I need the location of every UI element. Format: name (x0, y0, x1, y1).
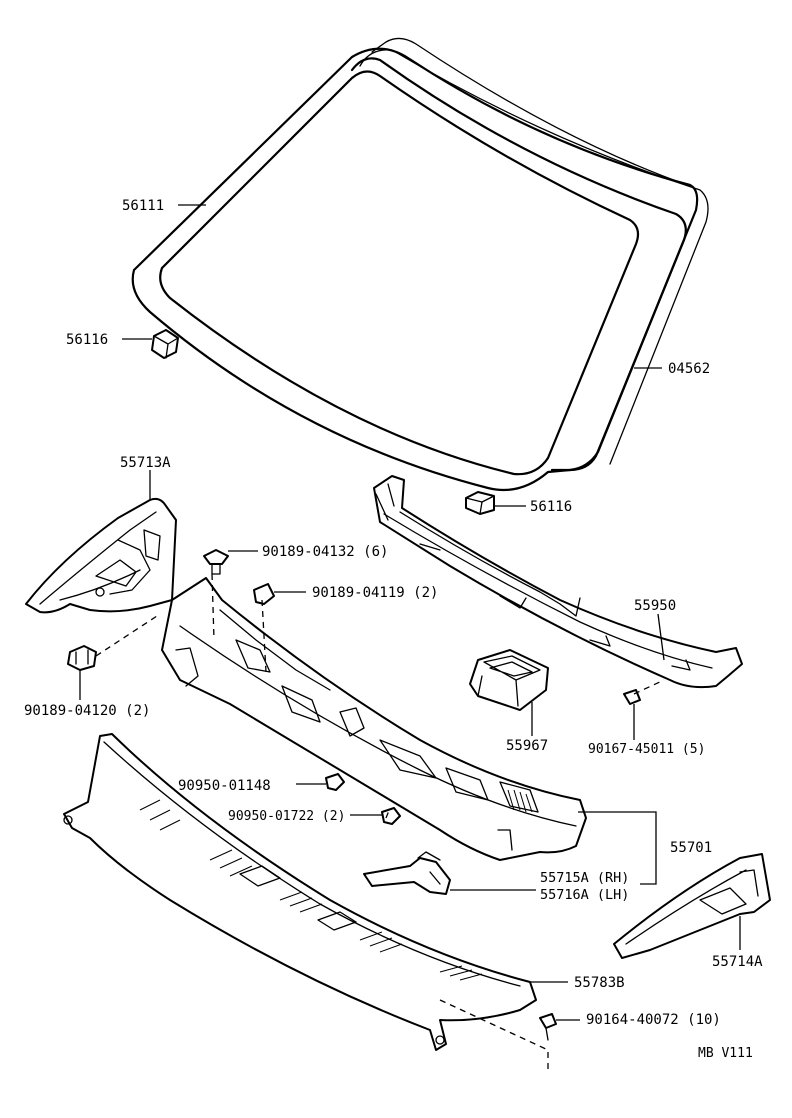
windshield-glass (131, 37, 699, 492)
cowl-louver-panel (63, 733, 537, 1051)
windshield-molding (350, 49, 709, 472)
clip-90189-04120 (67, 645, 97, 671)
label-55783B: 55783B (574, 975, 625, 991)
leader-lines (79, 204, 741, 1021)
cowl-side-panel-left (25, 497, 177, 614)
glass-spacer-right (465, 491, 495, 515)
screw-90164-40072 (539, 1013, 557, 1041)
wiper-bracket (363, 851, 451, 895)
clip-90189-04119 (253, 583, 275, 605)
label-90189-04119: 90189-04119 (2) (312, 585, 438, 601)
label-90950-01148: 90950-01148 (178, 778, 271, 794)
label-55950: 55950 (634, 598, 676, 614)
label-55716A: 55716A (LH) (540, 887, 629, 903)
glass-spacer-left (151, 329, 179, 359)
clip-90950-01722 (381, 807, 401, 825)
part-labels: 56111 56116 04562 56116 55713A 90189-041… (24, 198, 763, 1061)
cowl-seal-duct (469, 649, 549, 711)
label-90189-04132: 90189-04132 (6) (262, 544, 388, 560)
label-56111: 56111 (122, 198, 164, 214)
label-90189-04120: 90189-04120 (2) (24, 703, 150, 719)
label-55701: 55701 (670, 840, 712, 856)
label-56116-right: 56116 (530, 499, 572, 515)
footer-code: MB V111 (698, 1046, 753, 1061)
cowl-top-main-panel (161, 577, 587, 861)
clip-90950-01148 (325, 773, 345, 791)
cowl-upper-panel (373, 475, 743, 689)
label-55713A: 55713A (120, 455, 171, 471)
label-90164-40072: 90164-40072 (10) (586, 1012, 721, 1028)
label-90950-01722: 90950-01722 (2) (228, 809, 345, 824)
cowl-side-panel-right (613, 853, 771, 959)
label-55715A: 55715A (RH) (540, 870, 629, 886)
clip-90189-04132 (203, 549, 229, 575)
label-56116-left: 56116 (66, 332, 108, 348)
assembly-lines (95, 573, 665, 1070)
label-55714A: 55714A (712, 954, 763, 970)
label-55967: 55967 (506, 738, 548, 754)
label-04562: 04562 (668, 361, 710, 377)
label-90167-45011: 90167-45011 (5) (588, 742, 705, 757)
